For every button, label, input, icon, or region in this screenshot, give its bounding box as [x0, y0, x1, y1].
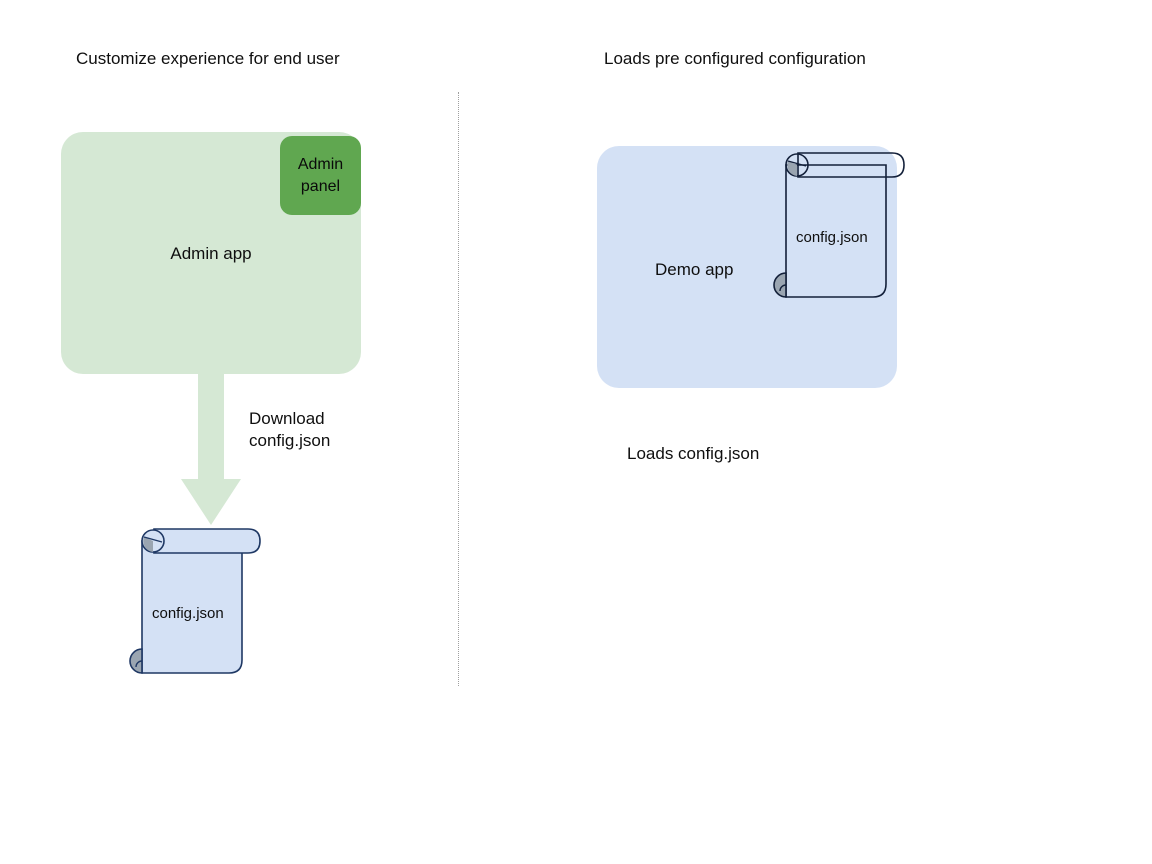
scroll-bottom-curl-left	[135, 660, 143, 668]
download-arrow-label-line1: Download	[249, 409, 325, 428]
scroll-top-roll-line-left	[143, 536, 163, 543]
scroll-bottom-curl-right	[779, 284, 787, 292]
config-file-scroll-right[interactable]: config.json	[772, 152, 922, 317]
download-arrow-label-line2: config.json	[249, 431, 331, 450]
scroll-top-bar-right	[797, 152, 905, 178]
scroll-bottom-roll-left	[129, 648, 143, 674]
loads-config-caption: Loads config.json	[627, 444, 760, 463]
scroll-bottom-roll-right	[773, 272, 787, 298]
config-file-label-right: config.json	[796, 229, 868, 246]
download-arrow-label: Download config.json	[249, 408, 330, 452]
config-file-scroll-left[interactable]: config.json	[122, 528, 272, 693]
scroll-top-roll-shade-left	[143, 537, 153, 552]
admin-panel-box[interactable]: Admin panel	[280, 136, 361, 215]
section-title-right: Loads pre configured configuration	[604, 49, 866, 68]
section-title-left: Customize experience for end user	[76, 49, 340, 68]
demo-app-box[interactable]: Demo app	[597, 146, 897, 388]
scroll-top-roll-shade-right	[787, 161, 797, 176]
download-arrow	[181, 372, 241, 527]
admin-panel-label-line1: Admin	[297, 155, 344, 173]
admin-app-label: Admin app	[170, 244, 252, 263]
scroll-body-left	[141, 540, 243, 674]
scroll-top-bar-left	[153, 528, 261, 554]
admin-panel-label-line2: panel	[300, 177, 341, 195]
download-arrow-icon	[181, 372, 241, 525]
scroll-top-roll-line-right	[787, 160, 807, 167]
section-divider	[458, 92, 459, 686]
demo-app-label: Demo app	[655, 260, 734, 279]
scroll-body-right	[785, 164, 887, 298]
config-file-label-left: config.json	[152, 605, 224, 622]
admin-panel-label: Admin panel	[298, 154, 343, 198]
